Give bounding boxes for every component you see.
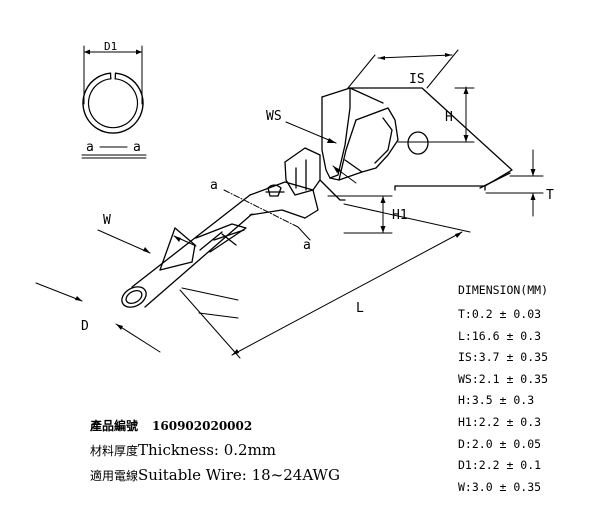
wire-value: Suitable Wire: 18~24AWG <box>138 466 340 484</box>
label-a-top: a <box>210 178 218 193</box>
wire-label: 適用電線 <box>90 469 139 483</box>
label-section-a-left: a <box>86 140 94 155</box>
dimension-title: DIMENSION(MM) <box>458 283 548 297</box>
dimension-row: D1:2.2 ± 0.1 <box>458 458 541 472</box>
wire-crimp-wings <box>284 147 346 219</box>
receptacle-barrel <box>121 194 253 308</box>
dimension-lines <box>35 49 544 359</box>
label-is: IS <box>409 72 425 87</box>
label-ws: WS <box>266 109 282 124</box>
wire-line: 適用電線Suitable Wire: 18~24AWG <box>90 466 340 484</box>
part-number-line: 產品編號 160902020002 <box>90 417 252 434</box>
dimension-row: L:16.6 ± 0.3 <box>458 329 541 343</box>
dimension-row: W:3.0 ± 0.35 <box>458 480 541 494</box>
part-number-value: 160902020002 <box>152 419 253 433</box>
label-d1: D1 <box>104 40 117 53</box>
thickness-label: 材料厚度 <box>90 444 139 458</box>
cross-section-view <box>81 45 147 159</box>
label-h1: H1 <box>392 208 408 223</box>
carrier-strip <box>349 87 513 191</box>
part-number-label: 產品編號 <box>90 419 139 433</box>
dimension-row: D:2.0 ± 0.05 <box>458 437 541 451</box>
label-t: T <box>546 188 554 203</box>
insulation-crimp-wings <box>321 87 399 181</box>
dimension-row: IS:3.7 ± 0.35 <box>458 350 548 364</box>
terminal-neck <box>249 181 314 219</box>
label-w: W <box>103 213 111 228</box>
dimension-row: H1:2.2 ± 0.3 <box>458 415 541 429</box>
label-a-bottom: a <box>303 238 311 253</box>
label-d: D <box>81 319 89 334</box>
dimension-row: WS:2.1 ± 0.35 <box>458 372 548 386</box>
dimension-table: DIMENSION(MM) T:0.2 ± 0.03 L:16.6 ± 0.3 … <box>458 283 548 494</box>
label-h: H <box>445 110 453 125</box>
thickness-line: 材料厚度Thickness: 0.2mm <box>90 441 276 459</box>
dimension-row: T:0.2 ± 0.03 <box>458 307 541 321</box>
thickness-value: Thickness: 0.2mm <box>138 441 277 459</box>
label-section-a-right: a <box>133 140 141 155</box>
label-l: L <box>356 301 364 316</box>
dimension-row: H:3.5 ± 0.3 <box>458 393 534 407</box>
